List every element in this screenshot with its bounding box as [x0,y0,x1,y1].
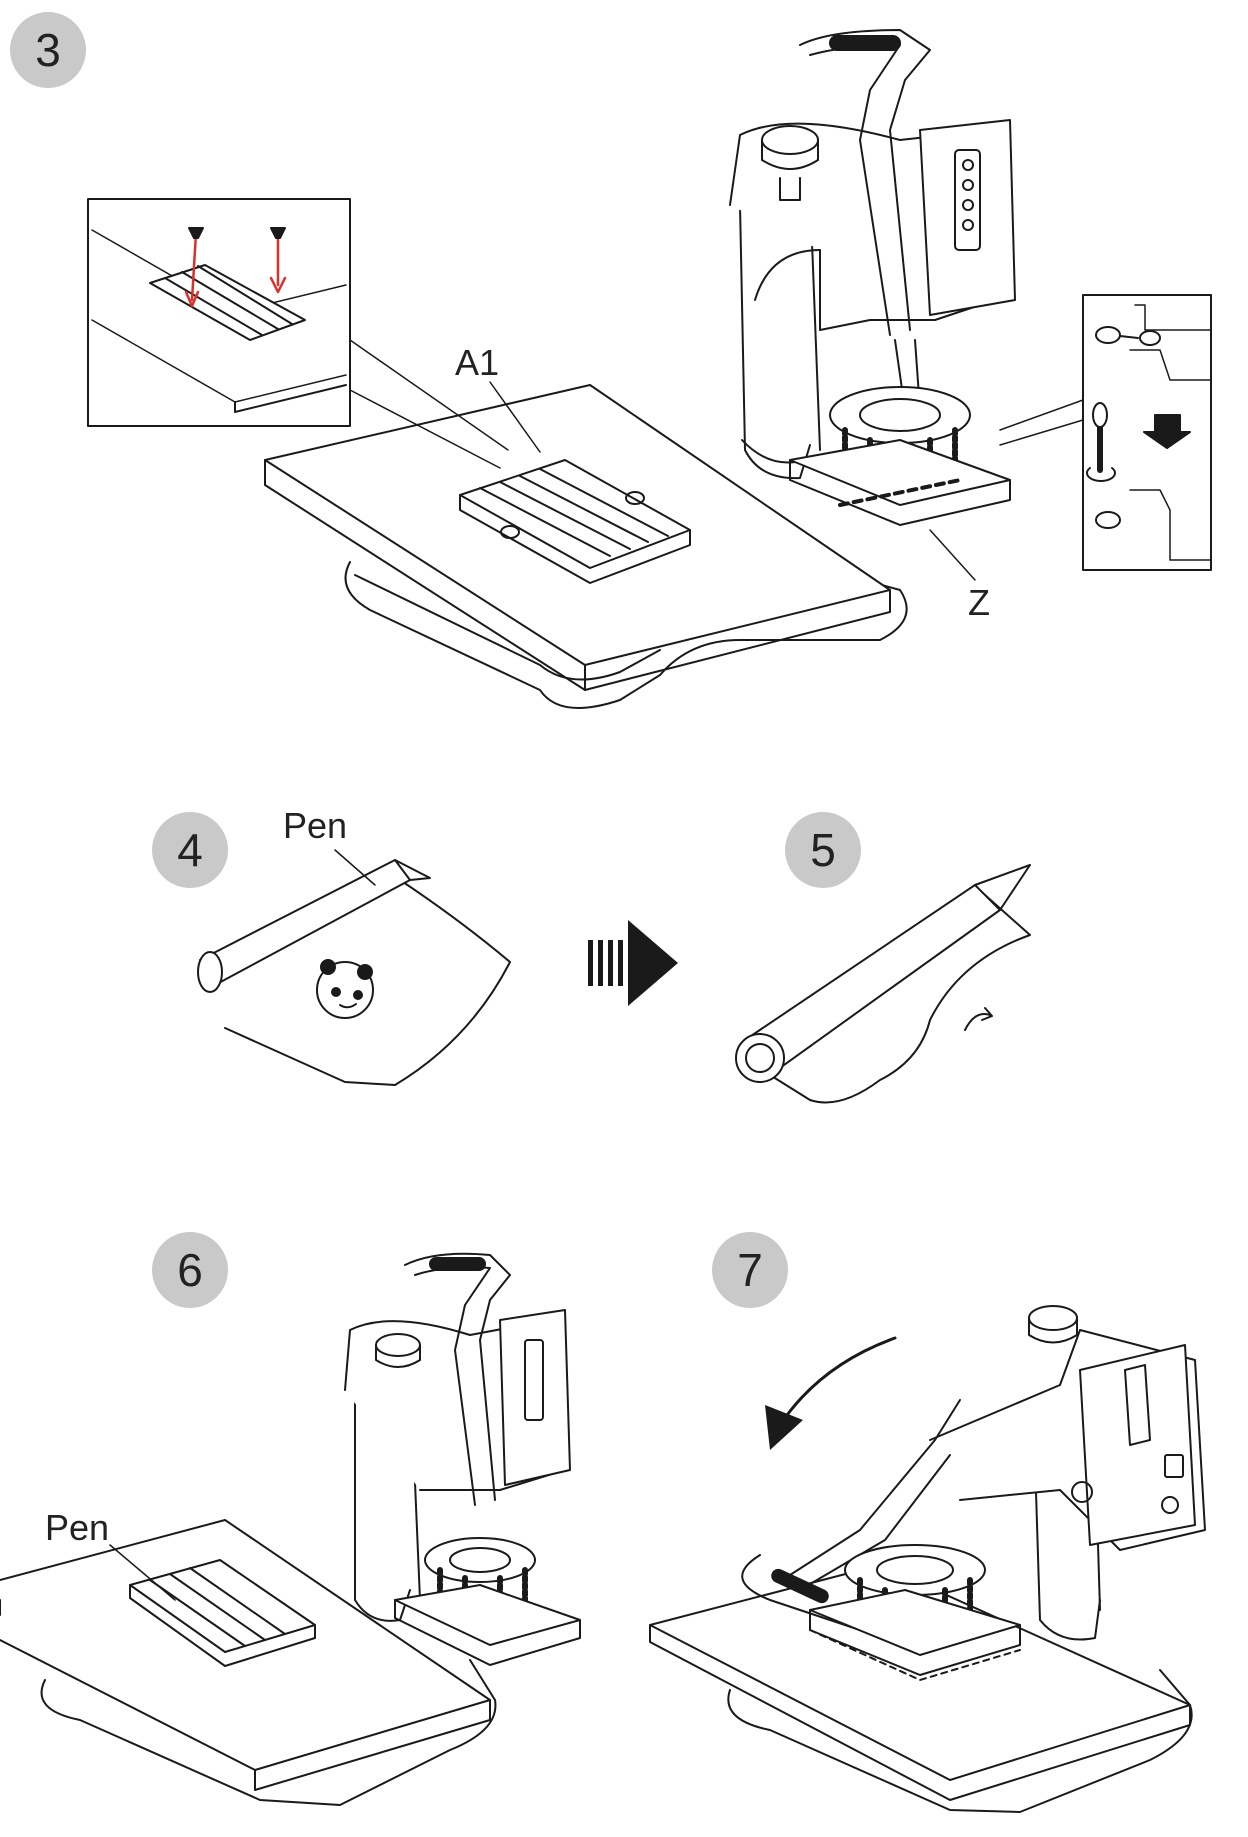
label-a1: A1 [455,342,500,383]
step-badge-6: 6 [152,1232,228,1308]
step-badge-5: 5 [785,812,861,888]
label-pen-step4: Pen [283,805,348,846]
upper-heat-plate-z [790,340,1010,525]
inset-nut-wrench [1083,295,1211,570]
step-badge-7: 7 [712,1232,788,1308]
next-step-arrow-icon [588,920,678,1006]
pad-with-pen [130,1560,315,1666]
step-badge-3: 3 [10,12,86,88]
step3-heat-press [88,30,1211,708]
step4-roll-paper [198,850,510,1085]
step7-heat-press-closing [650,1306,1205,1812]
label-z: Z [968,582,990,623]
panda-sticker-icon [317,960,373,1018]
rubber-pad-a1 [460,460,690,583]
step-badge-4: 4 [152,812,228,888]
step5-rolled-paper [736,865,1030,1103]
step6-heat-press [0,1254,580,1805]
inset-pad-install [88,199,350,426]
label-pen-step6: Pen [45,1507,110,1548]
